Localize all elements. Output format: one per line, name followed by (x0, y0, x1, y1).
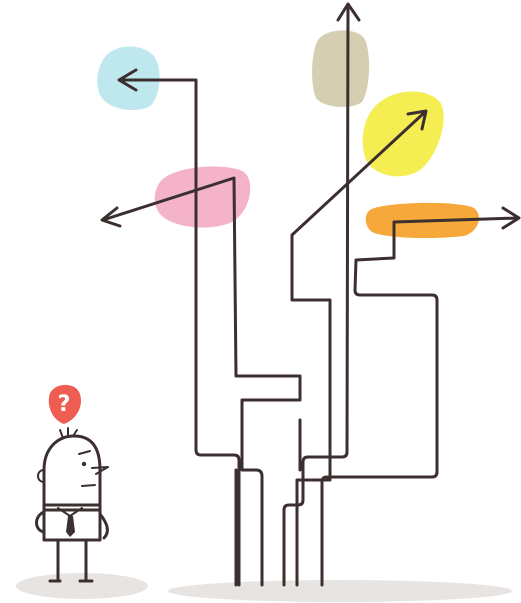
path-arrow-yellow (290, 109, 428, 587)
blob-pink (154, 166, 251, 228)
path-extra-line (234, 418, 302, 587)
blob-blue (97, 46, 160, 111)
blob-taupe (312, 30, 370, 107)
ground-shadow-paths (168, 580, 512, 602)
path-arrow-orange (320, 206, 521, 587)
question-badge-icon: ? (48, 384, 81, 424)
path-arrow-blue (117, 68, 241, 587)
path-arrow-pink (100, 176, 302, 587)
confused-person-icon (35, 427, 109, 583)
ground-shadow-person (16, 573, 148, 599)
question-mark-text: ? (58, 392, 71, 417)
